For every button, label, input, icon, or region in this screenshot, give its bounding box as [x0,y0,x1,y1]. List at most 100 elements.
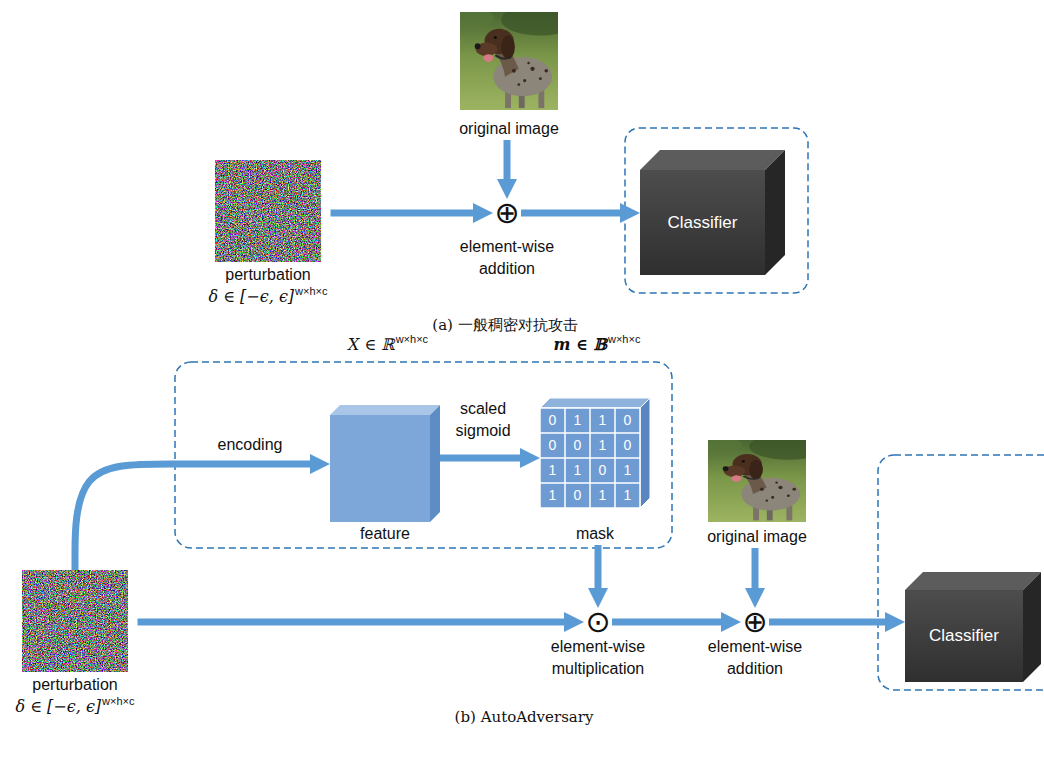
label-text: 1 [549,487,557,503]
node-text: Classifier [929,626,999,645]
noise-image [23,570,128,672]
label-text: 1 [574,462,582,478]
label-text: 1 [599,437,607,453]
label-text: 0 [624,412,632,428]
addition-operator: ⊕ [741,608,769,636]
node-text: Classifier [668,213,738,232]
label-text: element-wise addition [460,238,554,277]
flow-arrow [521,210,620,217]
label-text: 1 [549,462,557,478]
mask-cell: 1 [624,460,632,481]
flow-arrow [612,619,721,626]
dog-photo [693,433,827,522]
mask-cell: 0 [574,435,582,456]
text-line: δ ∈ [−ϵ, ϵ]w×h×c [205,286,330,309]
noise-image [216,160,321,262]
label-text: w×h×c [608,328,640,350]
text-line: perturbation [205,264,330,286]
text-line: ⊕ [494,199,519,227]
mask-cell: 0 [599,460,607,481]
tensor-shape: m ∈ 𝔹w×h×c [554,334,641,357]
flow-arrow [331,210,473,217]
node-text: δ ∈ [−ϵ, ϵ] [208,287,294,306]
edge-label-text: scaled sigmoid [455,400,510,439]
mask-cell: 1 [549,460,557,481]
tensor-shape: X ∈ ℝw×h×c [348,334,428,357]
operation-label: element-wise multiplication [538,636,658,680]
flow-arrow [75,464,310,570]
flow-arrow [138,619,564,626]
node-text: w×h×c [295,280,327,302]
image-node: original image [704,440,810,548]
edge-label: encoding [216,434,285,456]
text-line: ⊙ [585,608,610,636]
mask-cell: 0 [624,410,632,431]
flow-arrow [595,545,602,588]
label-text: 1 [599,487,607,503]
mask-cell: 1 [599,485,607,506]
node-text: w×h×c [102,690,134,712]
label-text: 1 [599,412,607,428]
label-text: 0 [624,437,632,453]
classifier-cube [905,572,1041,682]
mask-tensor: mask [540,408,650,545]
label-text: (b) AutoAdversary [455,708,594,726]
text-line: feature [330,523,440,545]
node-text: ⊕ [742,604,767,639]
label-text: 1 [624,462,632,478]
text-line: perturbation [12,674,137,696]
classifier-box: Classifier [640,170,765,275]
label-text: m ∈ 𝔹 [554,335,607,354]
text-line: original image [456,118,562,140]
perturbation-node: perturbation δ ∈ [−ϵ, ϵ]w×h×c [205,160,330,309]
mask-cell: 1 [599,410,607,431]
operation-label: element-wise addition [700,636,810,680]
subfigure-caption: (a) 一般稠密对抗攻击 [432,314,577,336]
mask-cell: 1 [574,460,582,481]
node-text: δ ∈ [−ϵ, ϵ] [15,697,101,716]
flow-arrow [504,140,511,179]
mask-cell: 1 [624,485,632,506]
label-text: 0 [549,412,557,428]
label-text: element-wise addition [708,638,802,677]
image-node: original image [456,12,562,140]
flow-arrow [440,455,520,462]
label-text: element-wise multiplication [551,638,645,677]
mask-cell: 0 [549,410,557,431]
dog-photo [445,4,579,110]
node-text: ⊕ [494,195,519,230]
multiplication-operator: ⊙ [584,608,612,636]
feature-cube [330,405,440,522]
node-text: feature [360,525,410,542]
mask-cell: 0 [574,485,582,506]
mask-cell: 0 [624,435,632,456]
mask-cell: 1 [549,485,557,506]
flow-arrow [752,548,759,588]
mask-grid [540,398,650,508]
mask-cell: 1 [574,410,582,431]
node-text: original image [707,528,807,545]
label-text: 0 [574,487,582,503]
label-text: 0 [599,462,607,478]
mask-cell: 0 [549,435,557,456]
edge-label: scaled sigmoid [446,398,520,442]
mask-cell: 1 [599,435,607,456]
node-text: ⊙ [585,604,610,639]
node-text: mask [576,525,614,542]
label-text: 0 [549,437,557,453]
text-line: Classifier [668,212,738,234]
text-line: mask [540,523,650,545]
label-text: X ∈ ℝ [348,335,395,354]
model-boundary [878,455,1044,690]
classifier-box: Classifier [905,590,1023,682]
addition-operator: ⊕ [493,199,521,227]
flow-arrow [769,619,885,626]
node-text: perturbation [225,266,310,283]
classifier-cube [640,150,785,275]
text-line: δ ∈ [−ϵ, ϵ]w×h×c [12,696,137,719]
text-line: original image [704,526,810,548]
